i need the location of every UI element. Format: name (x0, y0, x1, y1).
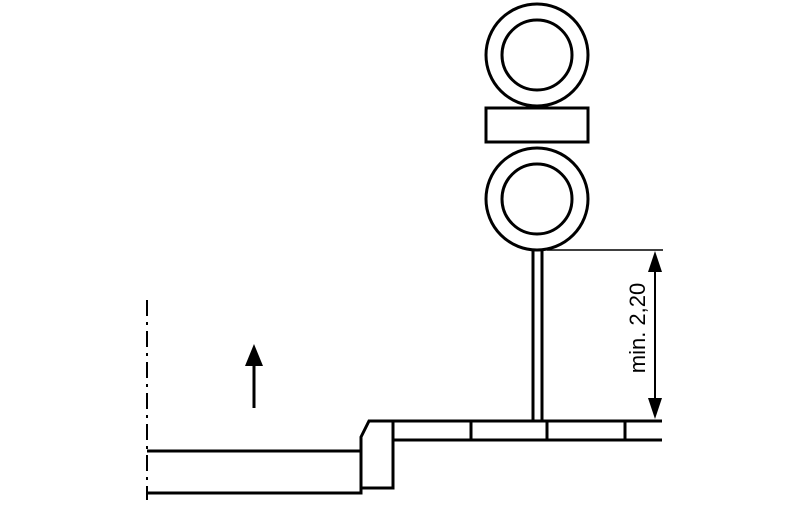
arrow-up-icon (245, 344, 263, 366)
road-surface (147, 449, 363, 495)
dimension-arrowhead-bottom (648, 398, 662, 419)
signal-board (484, 106, 590, 144)
signal-lamp-upper-outer (484, 2, 590, 108)
dimension-label: min. 2,20 (625, 282, 650, 374)
signal-lamp-lower-inner (500, 162, 574, 236)
dimension-arrowhead-top (648, 251, 662, 272)
signal-lamp-upper-inner (500, 18, 574, 92)
signal-lamp-lower-outer (484, 146, 590, 252)
curb-stone (359, 419, 395, 490)
